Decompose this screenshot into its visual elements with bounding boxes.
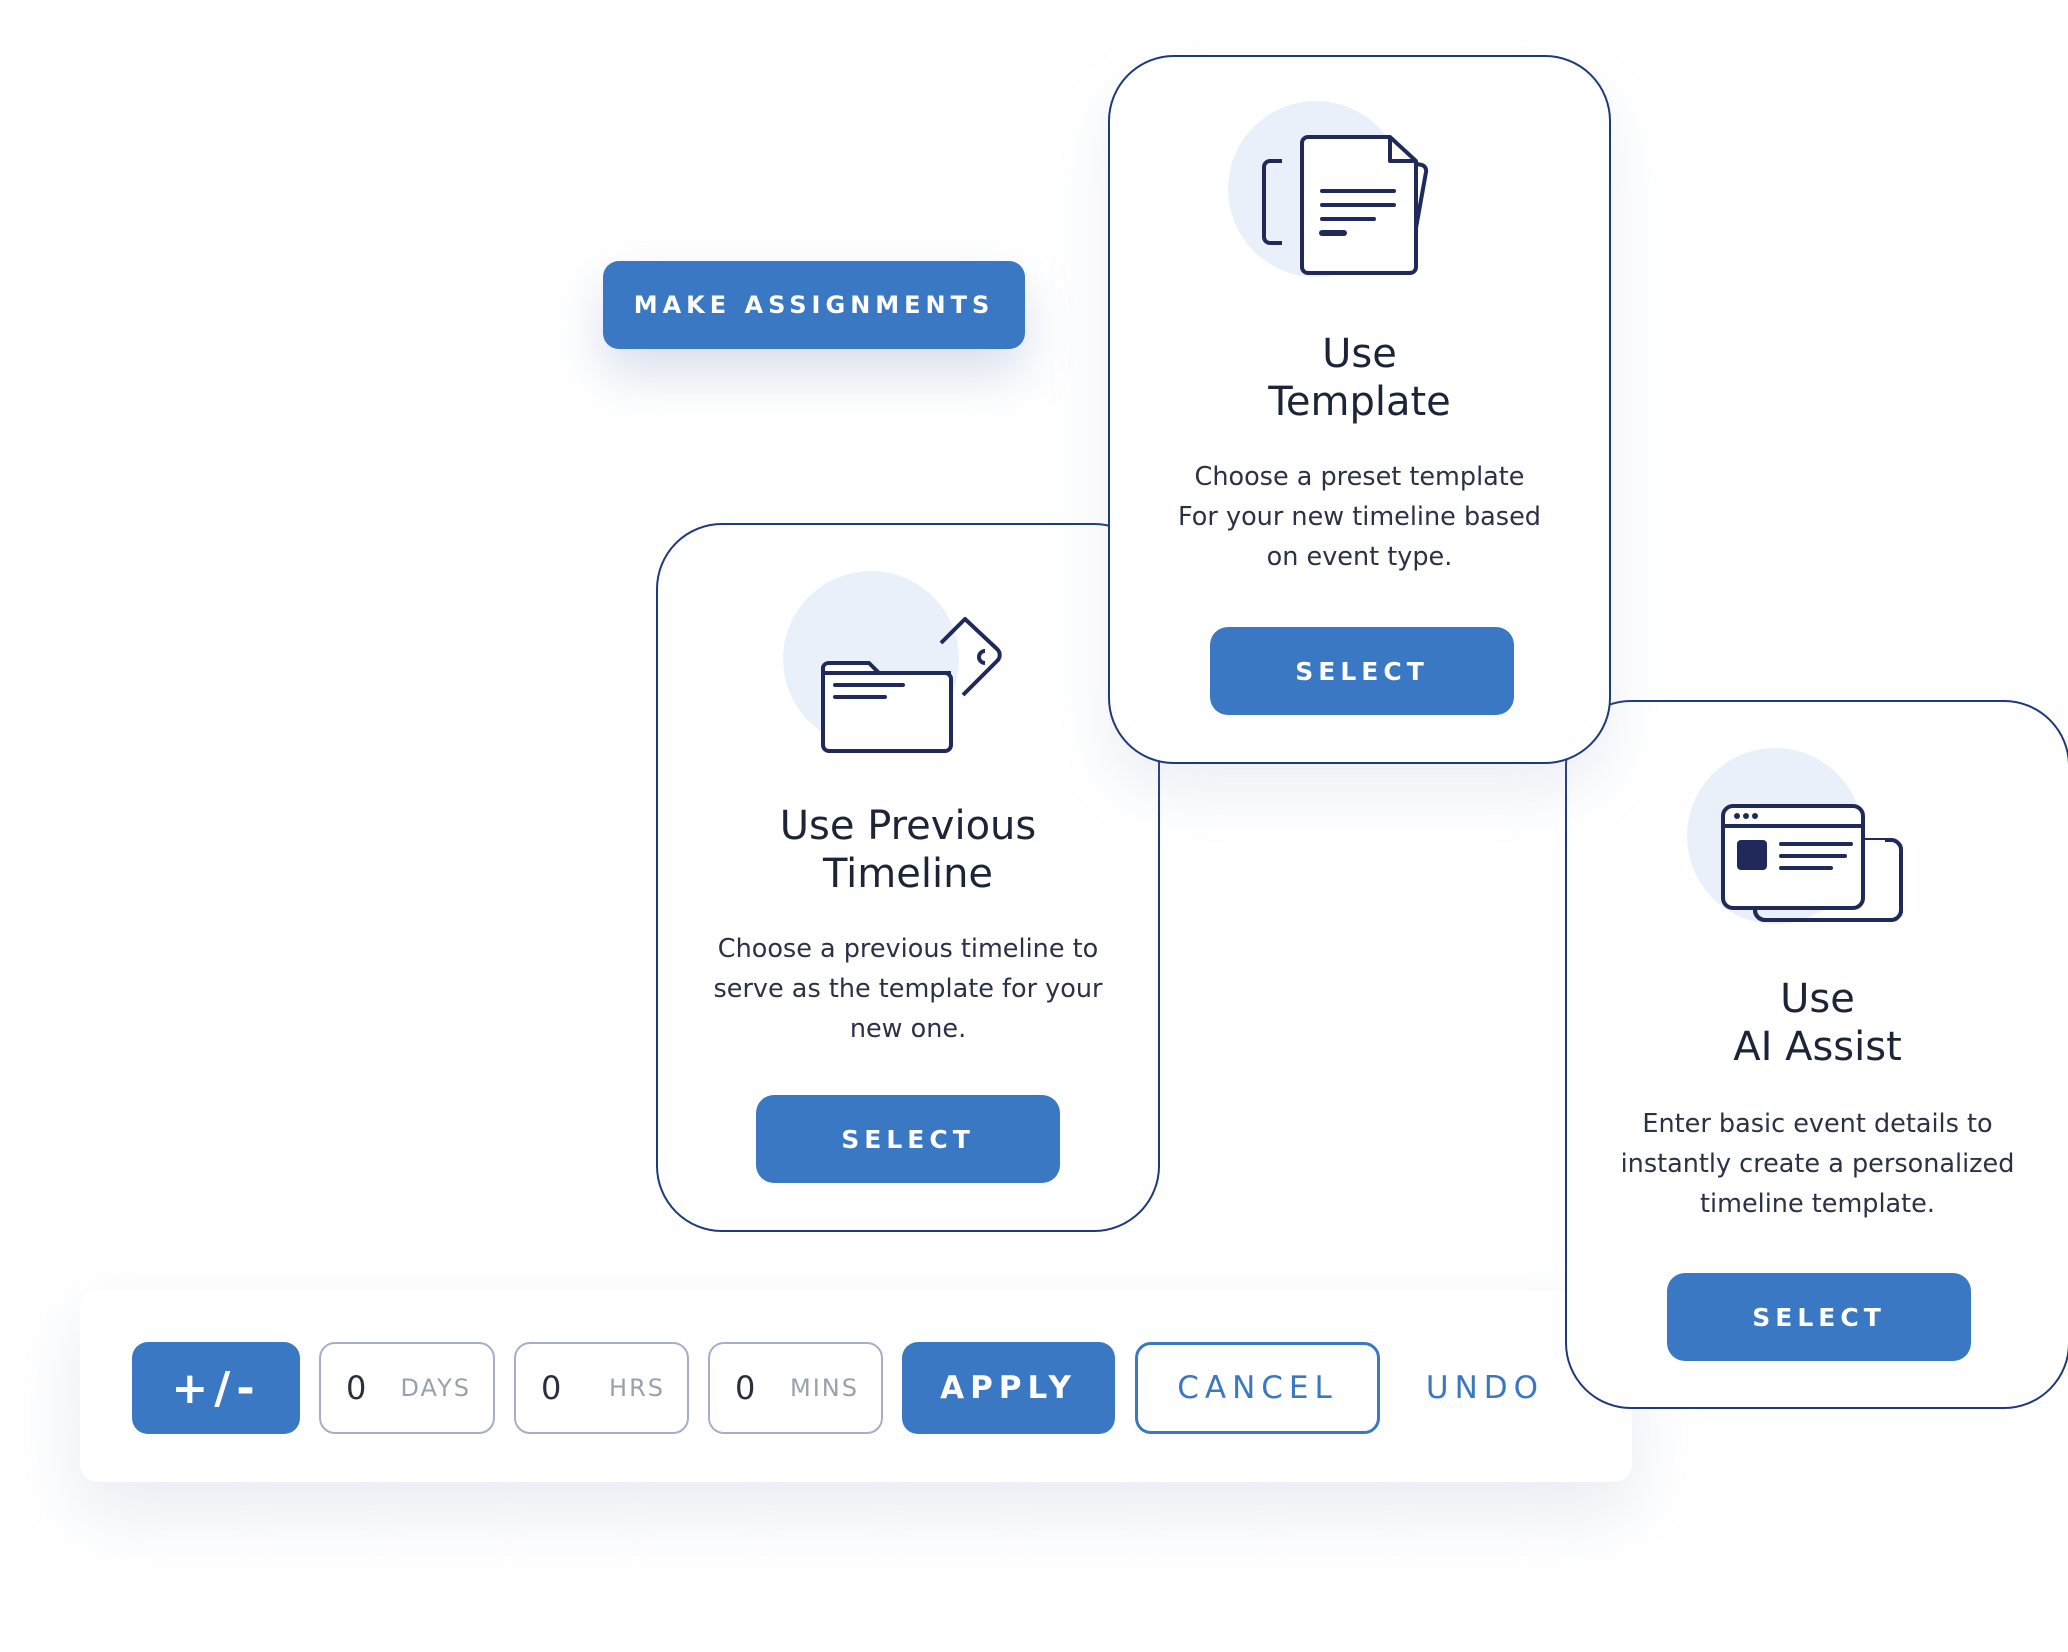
previous-timeline-title-line1: Use Previous — [779, 803, 1037, 849]
hours-value: 0 — [541, 1369, 562, 1407]
folder-tag-icon — [783, 571, 1002, 753]
days-unit-label: DAYS — [400, 1374, 471, 1402]
undo-button[interactable]: UNDO — [1425, 1370, 1545, 1406]
use-template-description: Choose a preset template For your new ti… — [1110, 457, 1609, 577]
previous-timeline-desc-line2: serve as the template for your — [713, 974, 1103, 1004]
browser-window-icon — [1687, 748, 1903, 924]
ai-assist-title-line1: Use — [1780, 976, 1855, 1022]
ai-assist-desc-line2: instantly create a personalized — [1620, 1149, 2015, 1179]
document-pages-icon — [1228, 101, 1429, 277]
hours-input[interactable]: 0 HRS — [514, 1342, 689, 1434]
cancel-button[interactable]: CANCEL — [1135, 1342, 1380, 1434]
apply-button[interactable]: APPLY — [902, 1342, 1115, 1434]
ai-assist-title-line2: AI Assist — [1733, 1024, 1902, 1070]
minutes-unit-label: MINS — [790, 1374, 859, 1402]
make-assignments-button[interactable]: MAKE ASSIGNMENTS — [603, 261, 1025, 349]
previous-timeline-title: Use Previous Timeline — [658, 802, 1158, 898]
days-value: 0 — [346, 1369, 367, 1407]
previous-timeline-card: Use Previous Timeline Choose a previous … — [656, 523, 1160, 1232]
use-template-desc-line1: Choose a preset template — [1194, 462, 1525, 492]
ai-assist-card: Use AI Assist Enter basic event details … — [1565, 700, 2068, 1409]
use-template-select-button[interactable]: SELECT — [1210, 627, 1514, 715]
days-input[interactable]: 0 DAYS — [319, 1342, 495, 1434]
ai-assist-desc-line1: Enter basic event details to — [1642, 1109, 1993, 1139]
minutes-value: 0 — [735, 1369, 756, 1407]
ai-assist-desc-line3: timeline template. — [1700, 1189, 1935, 1219]
minutes-input[interactable]: 0 MINS — [708, 1342, 883, 1434]
previous-timeline-select-button[interactable]: SELECT — [756, 1095, 1060, 1183]
previous-timeline-desc-line1: Choose a previous timeline to — [717, 934, 1099, 964]
use-template-desc-line2: For your new timeline based — [1178, 502, 1541, 532]
use-template-desc-line3: on event type. — [1266, 542, 1453, 572]
previous-timeline-description: Choose a previous timeline to serve as t… — [658, 929, 1158, 1049]
use-template-title-line1: Use — [1322, 331, 1397, 377]
plus-minus-toggle-button[interactable]: +/- — [132, 1342, 300, 1434]
ai-assist-select-button[interactable]: SELECT — [1667, 1273, 1971, 1361]
previous-timeline-desc-line3: new one. — [849, 1014, 967, 1044]
use-template-title: Use Template — [1110, 330, 1609, 426]
hours-unit-label: HRS — [609, 1374, 665, 1402]
previous-timeline-title-line2: Timeline — [822, 851, 994, 897]
ai-assist-description: Enter basic event details to instantly c… — [1567, 1104, 2068, 1224]
use-template-card: Use Template Choose a preset template Fo… — [1108, 55, 1611, 764]
use-template-title-line2: Template — [1268, 379, 1451, 425]
ai-assist-title: Use AI Assist — [1567, 975, 2068, 1071]
